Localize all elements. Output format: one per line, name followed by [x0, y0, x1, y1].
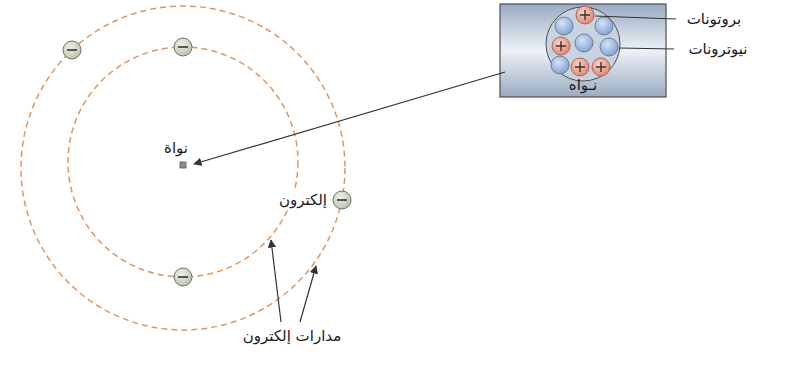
leader-line	[619, 48, 674, 49]
part-label: نيوترونات	[686, 40, 749, 58]
part-label: مدارات إلكترون	[241, 327, 343, 345]
neutron	[555, 17, 573, 35]
electron-orbit	[68, 47, 298, 277]
inset-caption: نـواه	[565, 76, 601, 97]
nucleus-circle	[546, 7, 620, 81]
proton	[552, 37, 570, 55]
nucleus-dot	[180, 162, 186, 168]
electron	[333, 191, 351, 209]
electron	[174, 268, 192, 286]
inset-box: نـواه	[500, 4, 666, 97]
electron-orbit	[21, 6, 345, 330]
part-label: بروتونات	[685, 10, 744, 28]
part-label: إلكترون	[277, 191, 329, 209]
proton	[576, 6, 594, 24]
electron	[174, 38, 192, 56]
leader-line	[595, 16, 676, 19]
neutron	[575, 34, 593, 52]
leader-line	[271, 240, 281, 322]
electron	[63, 41, 81, 59]
leader-line	[194, 72, 505, 164]
proton	[571, 58, 589, 76]
leader-line	[300, 266, 316, 322]
proton	[592, 58, 610, 76]
part-label: نواة	[162, 139, 190, 157]
neutron	[600, 38, 618, 56]
neutron	[595, 17, 613, 35]
neutron	[551, 56, 569, 74]
